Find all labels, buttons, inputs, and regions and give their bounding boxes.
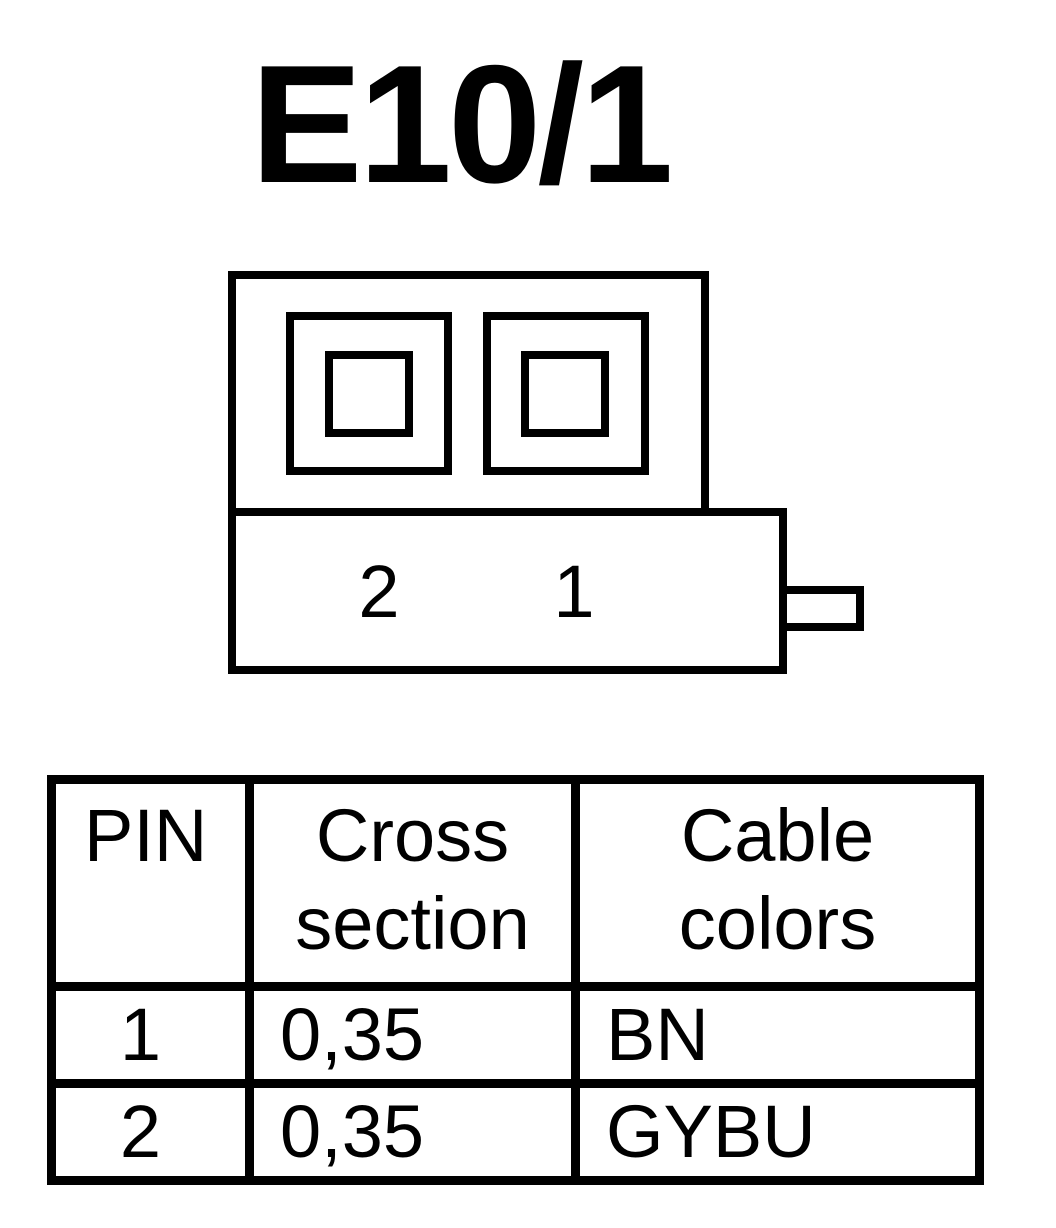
header-cross-section-line1: Cross	[315, 794, 510, 877]
cell-cross-section: 0,35	[245, 982, 580, 1088]
pin-label-1: 1	[553, 550, 594, 633]
cell-cable-color: BN	[571, 982, 984, 1088]
connector-latch-tab	[779, 586, 864, 631]
header-cross-section: Cross section	[245, 775, 580, 991]
cell-cable-color: GYBU	[571, 1079, 984, 1185]
header-cross-section-line2: section	[295, 882, 530, 965]
header-cable-colors: Cable colors	[571, 775, 984, 991]
header-pin: PIN	[47, 775, 254, 991]
connector-title: E10/1	[250, 30, 673, 218]
pin-cavity-1-outer	[483, 312, 649, 475]
header-cable-colors-line1: Cable	[680, 794, 875, 877]
pin-cavity-2-inner	[325, 351, 413, 437]
pin-cavity-1-inner	[521, 351, 609, 437]
connector-housing-top	[228, 271, 709, 516]
header-cable-colors-line2: colors	[678, 882, 877, 965]
connector-housing-bottom	[228, 508, 787, 674]
table-row: 1 0,35 BN	[47, 982, 984, 1088]
pin-label-2: 2	[358, 550, 399, 633]
pin-cavity-2-outer	[286, 312, 452, 475]
cell-cross-section: 0,35	[245, 1079, 580, 1185]
pin-table-header-row: PIN Cross section Cable colors	[47, 775, 984, 991]
pin-table: PIN Cross section Cable colors 1 0,35 BN…	[47, 775, 984, 1185]
table-row: 2 0,35 GYBU	[47, 1079, 984, 1185]
cell-pin: 1	[47, 982, 254, 1088]
connector-diagram: 2 1	[228, 271, 864, 674]
cell-pin: 2	[47, 1079, 254, 1185]
